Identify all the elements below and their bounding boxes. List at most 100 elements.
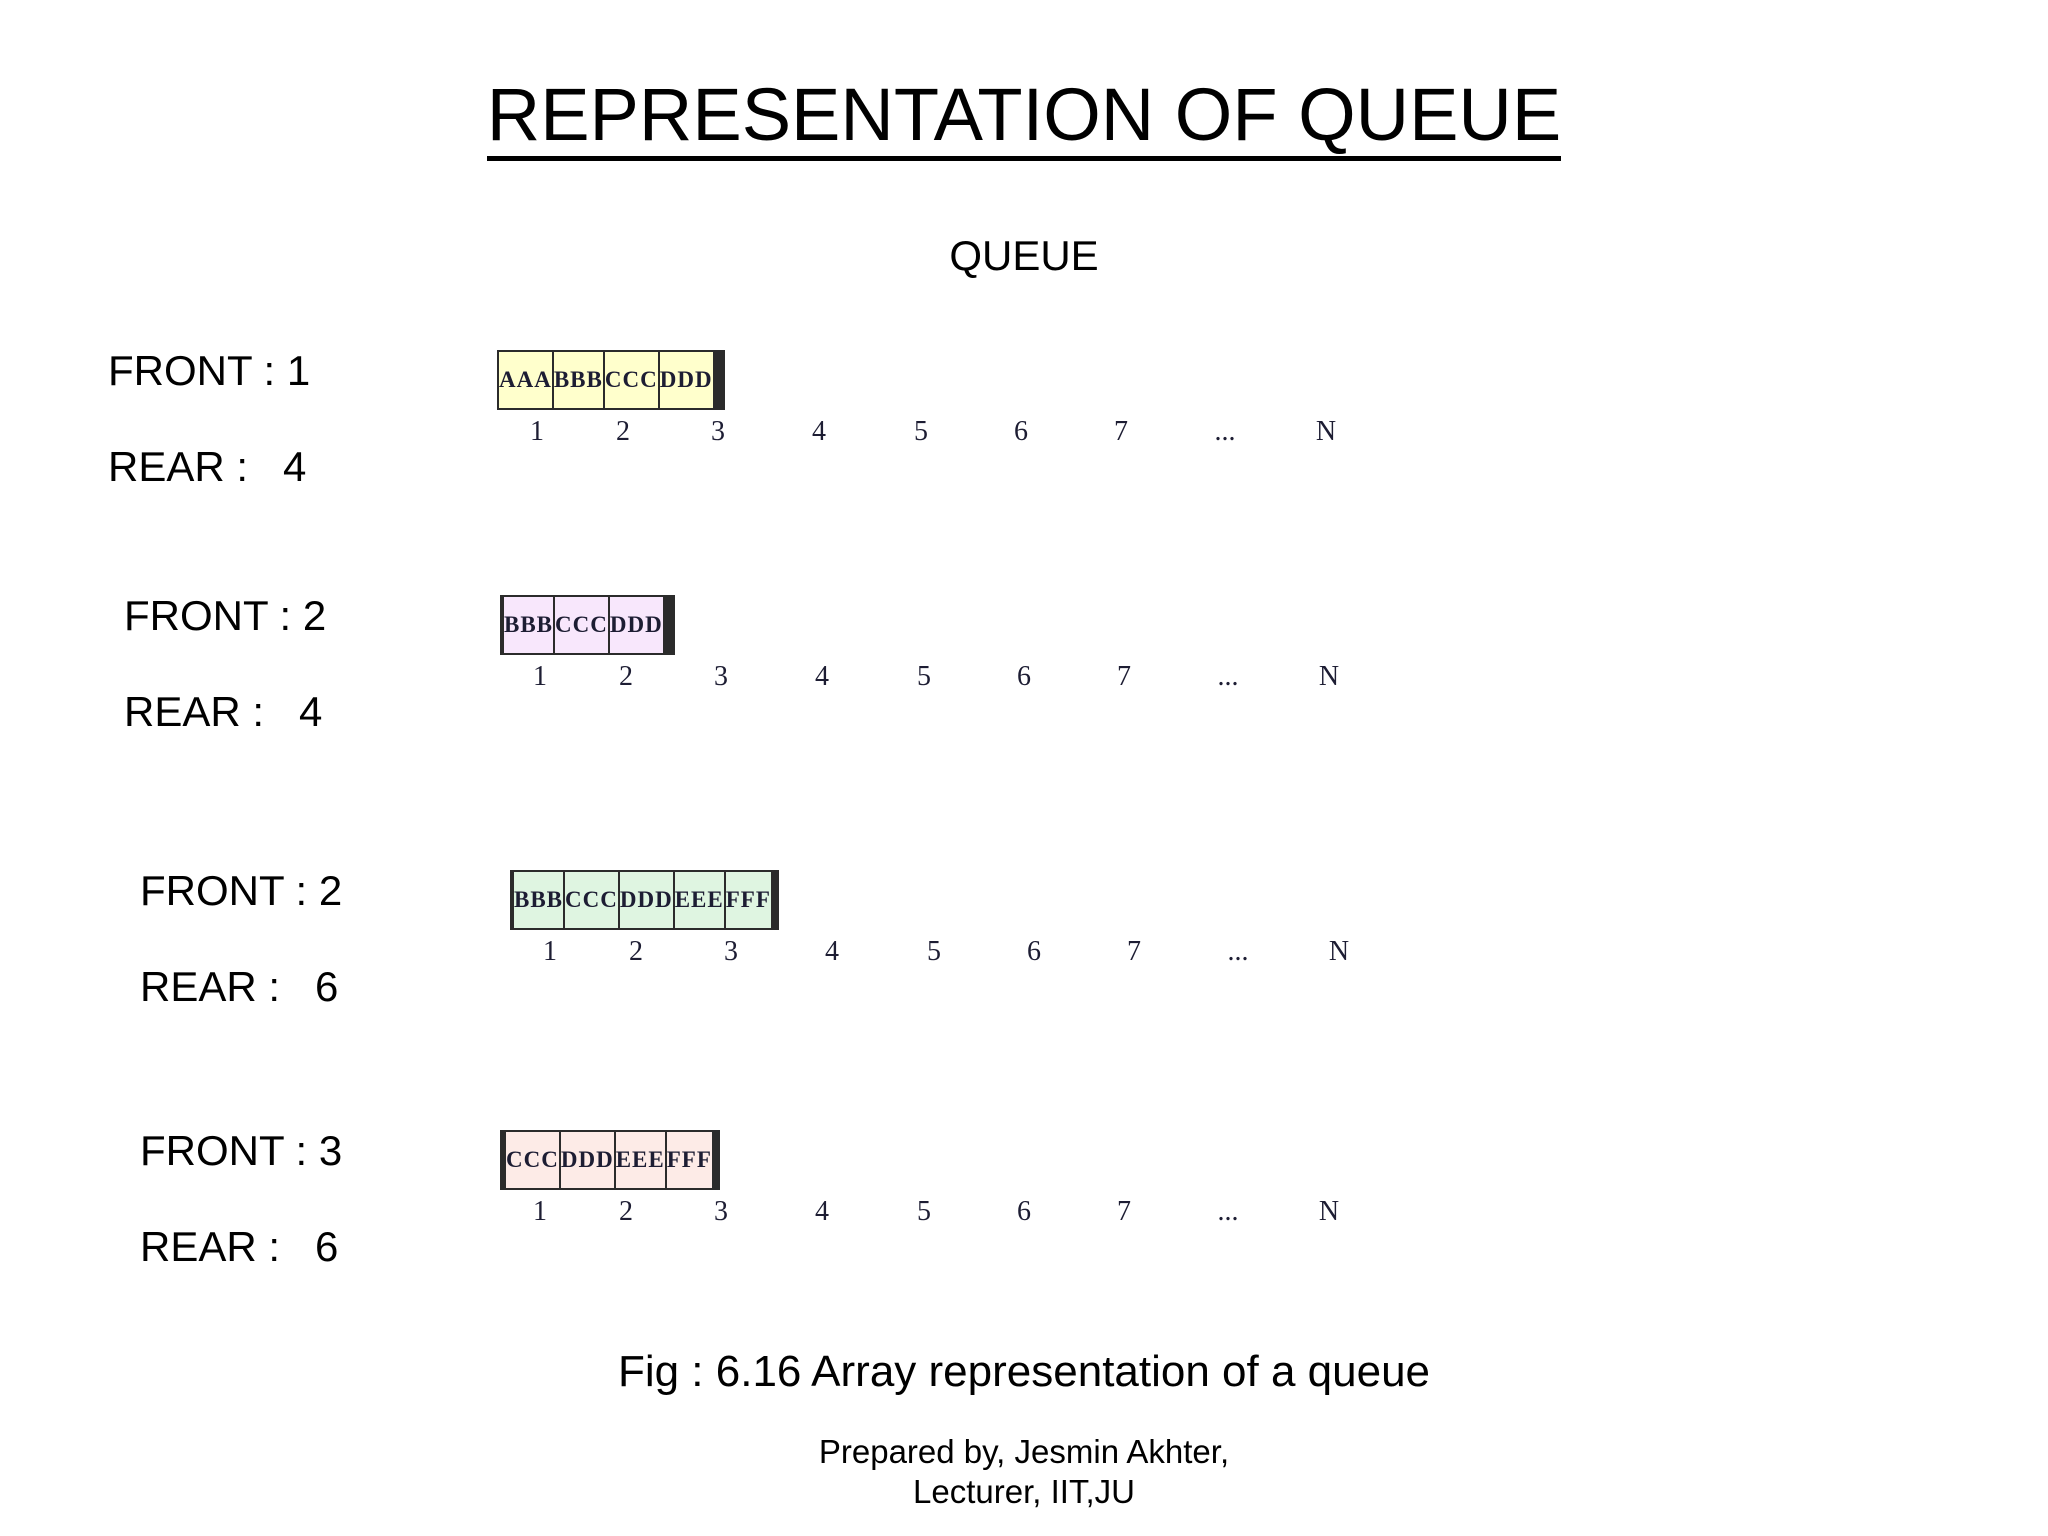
queue-index-label: 5: [914, 416, 928, 447]
queue-cell: BBB: [511, 870, 566, 930]
queue-cell: [772, 870, 777, 930]
queue-index-label: 1: [533, 1196, 547, 1227]
credit-line-2: Lecturer, IIT,JU: [913, 1473, 1135, 1511]
queue-cell: [500, 595, 504, 655]
queue-index-label: 2: [616, 416, 630, 447]
queue-index-label: 1: [533, 661, 547, 692]
queue-index-label: 6: [1017, 1196, 1031, 1227]
queue-index-label: 1: [530, 416, 544, 447]
queue-cell: AAA: [497, 350, 554, 410]
queue-index-label: 3: [714, 661, 728, 692]
queue-index-label: 3: [714, 1196, 728, 1227]
queue-cell: BBB: [501, 595, 556, 655]
queue-cell: [713, 1130, 718, 1190]
queue-cell: DDD: [657, 350, 715, 410]
rear-pointer-label: REAR : 6: [140, 1223, 339, 1270]
queue-cell: BBB: [551, 350, 605, 410]
queue-cell: DDD: [617, 870, 675, 930]
queue-cell: [712, 350, 717, 410]
queue-index-label: ...: [1214, 416, 1236, 447]
page-title: REPRESENTATION OF QUEUE: [0, 78, 2048, 161]
page-title-text: REPRESENTATION OF QUEUE: [486, 78, 1562, 161]
queue-cell: EEE: [613, 1130, 667, 1190]
queue-cell: [664, 595, 669, 655]
queue-cell: DDD: [607, 595, 665, 655]
queue-cell: CCC: [602, 350, 660, 410]
queue-index-label: ...: [1227, 936, 1249, 967]
queue-cell: CCC: [563, 870, 620, 930]
queue-cell: [770, 870, 775, 930]
queue-index-label: 7: [1127, 936, 1141, 967]
credit-line-1: Prepared by, Jesmin Akhter,: [818, 1433, 1230, 1470]
queue-index-labels: 1 2 3 4 5 6 7... N: [500, 1196, 1339, 1240]
queue-cell: [510, 870, 514, 930]
queue-index-label: 6: [1027, 936, 1041, 967]
queue-index-label: 7: [1117, 661, 1131, 692]
queue-index-label: 5: [917, 1196, 931, 1227]
front-pointer-label: FRONT : 2: [140, 867, 343, 914]
queue-index-label: 4: [815, 1196, 829, 1227]
queue-cell: [662, 595, 667, 655]
queue-index-label: 2: [629, 936, 643, 967]
queue-cell: EEE: [672, 870, 726, 930]
author-credit: Prepared by, Jesmin Akhter, Lecturer, II…: [0, 1432, 2048, 1513]
queue-index-label: 5: [917, 661, 931, 692]
queue-index-label: N: [1318, 1196, 1340, 1227]
queue-cell: CCC: [553, 595, 610, 655]
queue-cell: CCC: [504, 1130, 561, 1190]
queue-cell: [716, 350, 721, 410]
queue-cell: [670, 595, 675, 655]
queue-index-label: 3: [724, 936, 738, 967]
front-pointer-label: FRONT : 3: [140, 1127, 343, 1174]
queue-index-label: 6: [1017, 661, 1031, 692]
queue-index-label: N: [1318, 661, 1340, 692]
queue-index-label: 4: [825, 936, 839, 967]
queue-cell: [666, 595, 671, 655]
queue-index-label: 5: [927, 936, 941, 967]
queue-index-label: ...: [1217, 661, 1239, 692]
queue-cell: [715, 1130, 720, 1190]
front-pointer-label: FRONT : 2: [124, 592, 327, 639]
rear-pointer-label: REAR : 4: [124, 688, 323, 735]
queue-index-label: N: [1315, 416, 1337, 447]
queue-index-labels: 1 2 3 4 5 6 7... N: [500, 661, 1339, 705]
queue-cell: [720, 350, 725, 410]
rear-pointer-label: REAR : 4: [108, 443, 307, 490]
queue-cell: [774, 870, 779, 930]
queue-cell: FFF: [723, 870, 773, 930]
queue-cell: [714, 350, 719, 410]
queue-index-label: 4: [815, 661, 829, 692]
queue-index-label: 2: [619, 1196, 633, 1227]
queue-index-label: 6: [1014, 416, 1028, 447]
queue-index-labels: 1 2 3 4 5 6 7... N: [510, 936, 1349, 980]
queue-index-label: N: [1328, 936, 1350, 967]
queue-index-label: 3: [711, 416, 725, 447]
queue-cell: [711, 1130, 716, 1190]
queue-index-label: ...: [1217, 1196, 1239, 1227]
queue-cell: [500, 1130, 504, 1190]
queue-index-label: 1: [543, 936, 557, 967]
queue-cell: [718, 350, 723, 410]
queue-index-label: 2: [619, 661, 633, 692]
front-pointer-label: FRONT : 1: [108, 347, 311, 394]
queue-cell: FFF: [664, 1130, 714, 1190]
queue-subtitle: QUEUE: [949, 232, 1099, 279]
queue-index-label: 7: [1117, 1196, 1131, 1227]
queue-cell: [502, 1130, 506, 1190]
rear-pointer-label: REAR : 6: [140, 963, 339, 1010]
figure-caption: Fig : 6.16 Array representation of a que…: [617, 1347, 1431, 1396]
queue-cell: [668, 595, 673, 655]
queue-cell: DDD: [558, 1130, 616, 1190]
